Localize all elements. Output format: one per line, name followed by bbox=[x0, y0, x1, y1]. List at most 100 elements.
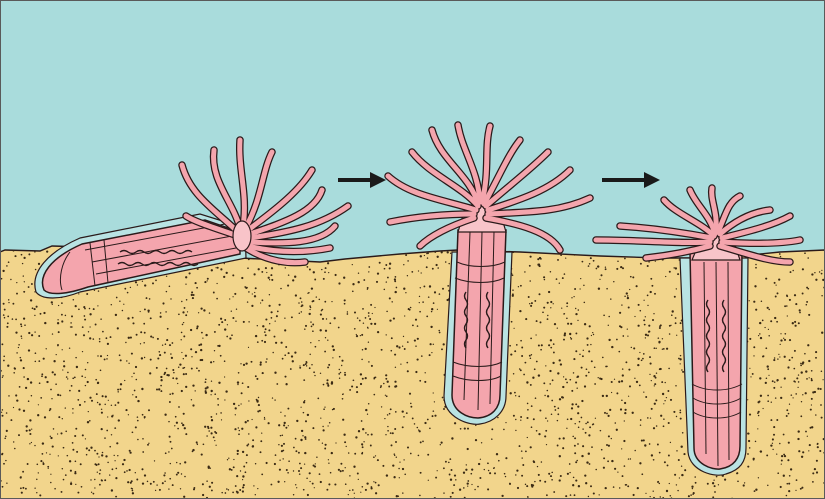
sand-dot bbox=[396, 456, 397, 457]
sand-dot bbox=[802, 394, 803, 395]
sand-dot bbox=[429, 428, 431, 430]
sand-dot bbox=[747, 399, 748, 400]
sand-dot bbox=[653, 491, 654, 492]
sand-dot bbox=[117, 402, 119, 404]
sand-dot bbox=[242, 490, 244, 492]
sand-dot bbox=[630, 276, 632, 278]
sand-dot bbox=[800, 363, 802, 365]
sand-dot bbox=[135, 281, 137, 283]
sand-dot bbox=[115, 468, 117, 470]
sand-dot bbox=[168, 488, 169, 489]
sand-dot bbox=[516, 470, 518, 472]
sand-dot bbox=[309, 313, 311, 315]
sand-dot bbox=[329, 322, 331, 324]
sand-dot bbox=[314, 487, 315, 488]
sand-dot bbox=[50, 482, 52, 484]
sand-dot bbox=[810, 409, 812, 411]
sand-dot bbox=[781, 455, 783, 457]
sand-dot bbox=[201, 359, 203, 361]
sand-dot bbox=[75, 305, 77, 307]
sand-dot bbox=[352, 283, 354, 285]
sand-dot bbox=[20, 476, 21, 477]
sand-dot bbox=[29, 443, 30, 444]
sand-dot bbox=[354, 311, 356, 313]
sand-dot bbox=[544, 395, 545, 396]
sand-dot bbox=[272, 397, 273, 398]
sand-dot bbox=[328, 483, 330, 485]
sand-dot bbox=[525, 484, 526, 485]
sand-dot bbox=[569, 472, 570, 473]
sand-dot bbox=[204, 426, 206, 428]
sand-dot bbox=[23, 291, 25, 293]
sand-dot bbox=[206, 435, 208, 437]
sand-dot bbox=[774, 357, 776, 359]
sand-dot bbox=[812, 472, 814, 474]
sand-dot bbox=[170, 463, 171, 464]
sand-dot bbox=[94, 290, 95, 291]
sand-dot bbox=[111, 304, 112, 305]
sand-dot bbox=[765, 278, 767, 280]
sand-dot bbox=[406, 412, 408, 414]
sand-dot bbox=[268, 329, 270, 331]
sand-dot bbox=[72, 408, 74, 410]
sand-dot bbox=[762, 320, 764, 322]
sand-dot bbox=[78, 308, 80, 310]
sand-dot bbox=[655, 348, 656, 349]
sand-dot bbox=[821, 417, 823, 419]
sand-dot bbox=[570, 323, 572, 325]
sand-dot bbox=[417, 359, 419, 361]
sand-dot bbox=[100, 369, 102, 371]
sand-dot bbox=[202, 483, 204, 485]
sand-dot bbox=[18, 408, 20, 410]
sand-dot bbox=[626, 292, 628, 294]
sand-dot bbox=[105, 455, 107, 457]
sand-dot bbox=[217, 404, 219, 406]
sand-dot bbox=[530, 384, 532, 386]
sand-dot bbox=[329, 422, 331, 424]
sand-dot bbox=[101, 480, 103, 482]
sand-dot bbox=[403, 459, 404, 460]
sand-dot bbox=[238, 405, 239, 406]
sand-dot bbox=[805, 431, 807, 433]
sand-dot bbox=[83, 334, 85, 336]
sand-dot bbox=[131, 353, 133, 355]
sand-dot bbox=[20, 357, 22, 359]
sand-dot bbox=[75, 460, 77, 462]
sand-dot bbox=[232, 317, 234, 319]
sand-dot bbox=[322, 318, 324, 320]
sand-dot bbox=[747, 453, 749, 455]
sand-dot bbox=[554, 406, 556, 408]
sand-dot bbox=[609, 409, 611, 411]
sand-dot bbox=[321, 309, 323, 311]
sand-dot bbox=[279, 469, 281, 471]
sand-dot bbox=[665, 276, 666, 277]
sand-dot bbox=[339, 369, 340, 370]
sand-dot bbox=[295, 484, 296, 485]
sand-dot bbox=[640, 419, 642, 421]
sand-dot bbox=[309, 309, 310, 310]
sand-dot bbox=[148, 409, 150, 411]
sand-dot bbox=[52, 371, 54, 373]
sand-dot bbox=[82, 434, 84, 436]
sand-dot bbox=[301, 301, 303, 303]
sand-dot bbox=[622, 475, 624, 477]
sand-dot bbox=[224, 263, 225, 264]
sand-dot bbox=[224, 376, 225, 377]
sand-dot bbox=[654, 385, 655, 386]
sand-dot bbox=[588, 453, 590, 455]
sand-dot bbox=[220, 355, 222, 357]
sand-dot bbox=[105, 396, 107, 398]
sand-dot bbox=[688, 495, 690, 497]
sand-dot bbox=[521, 355, 523, 357]
sand-dot bbox=[354, 453, 356, 455]
sand-dot bbox=[132, 317, 134, 319]
sand-dot bbox=[176, 462, 177, 463]
sand-dot bbox=[410, 453, 412, 455]
sand-dot bbox=[262, 325, 264, 327]
sand-dot bbox=[794, 294, 796, 296]
sand-dot bbox=[684, 469, 686, 471]
sand-dot bbox=[515, 430, 516, 431]
sand-dot bbox=[180, 488, 181, 489]
sand-dot bbox=[96, 393, 98, 395]
sand-dot bbox=[183, 373, 185, 375]
